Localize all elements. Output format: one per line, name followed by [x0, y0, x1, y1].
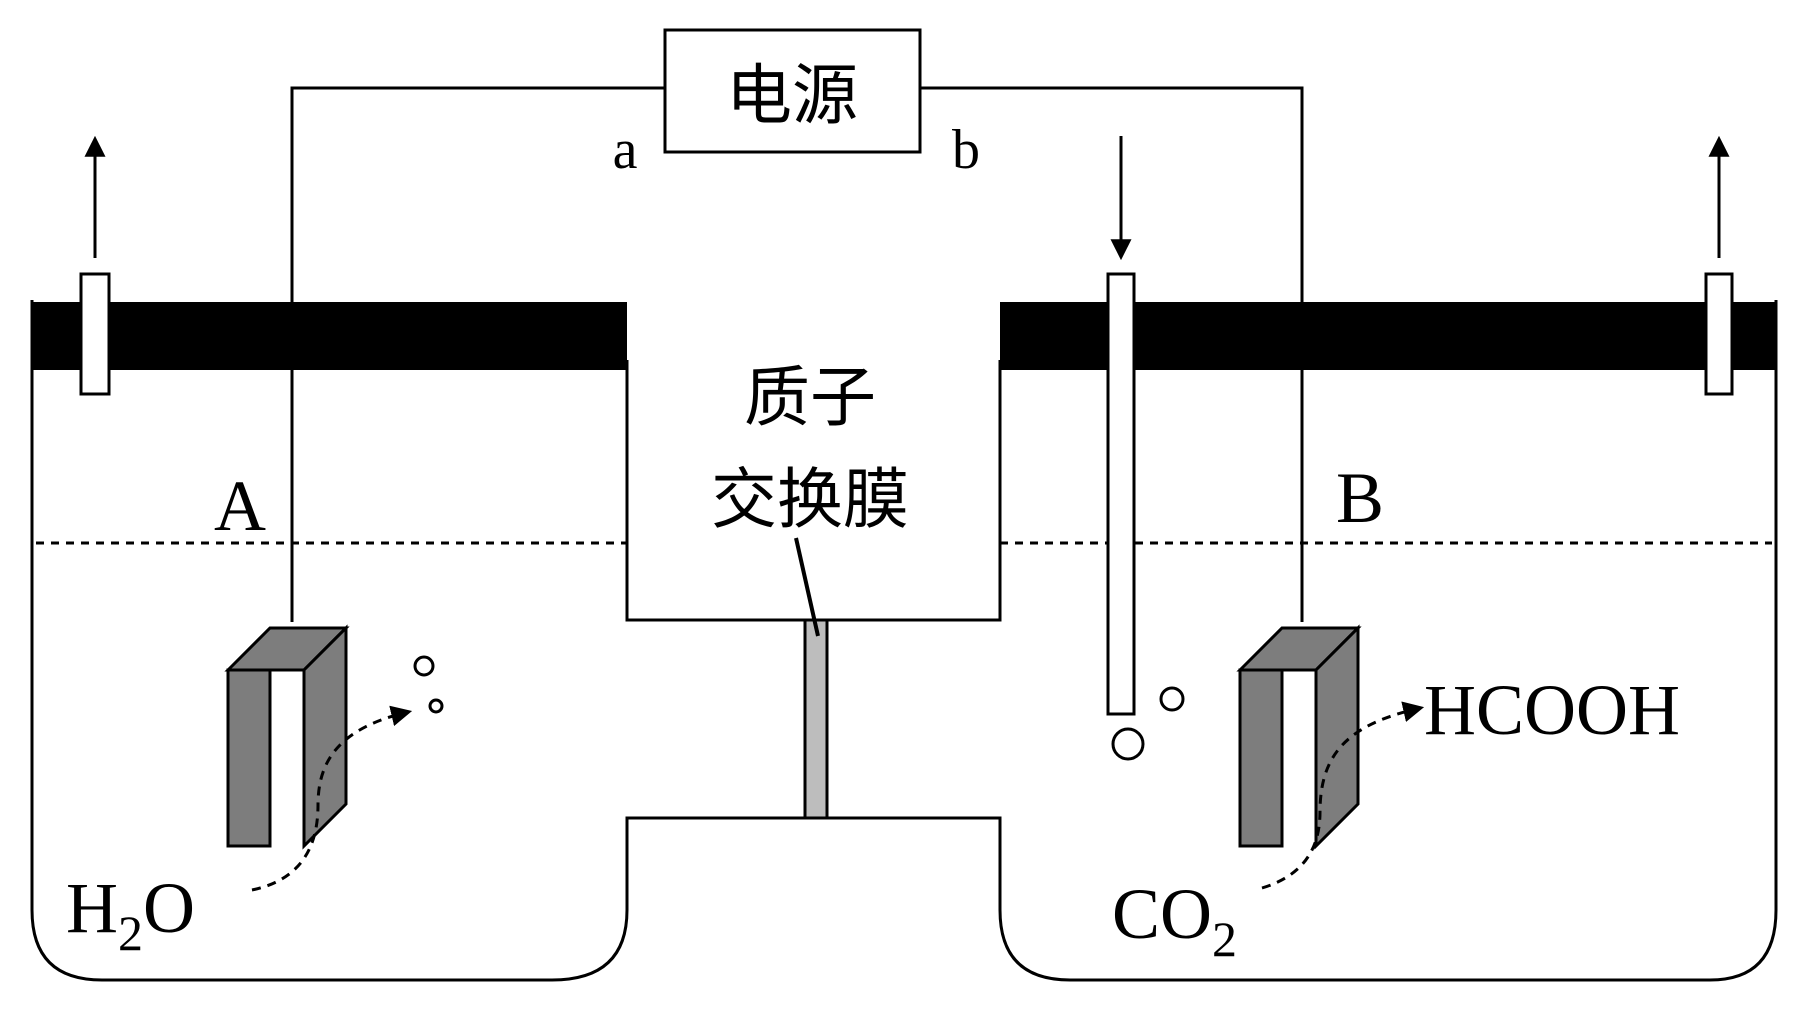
membrane-label-line1: 质子 — [744, 359, 876, 436]
proton-exchange-membrane — [803, 618, 829, 820]
bubble-right-small — [1159, 686, 1185, 712]
right-reaction-path — [1261, 701, 1425, 890]
terminal-b-label: b — [952, 119, 980, 181]
electrode-b-label: B — [1336, 458, 1384, 538]
right-outlet-tube — [1704, 272, 1734, 396]
water-label: H2O — [66, 868, 195, 961]
power-supply-label: 电源 — [726, 57, 858, 134]
terminal-a-label: a — [613, 119, 638, 181]
membrane-pointer — [794, 537, 820, 637]
bubble-left-large — [413, 655, 435, 677]
electrode-a — [224, 624, 350, 850]
right-inlet-tube — [1106, 272, 1136, 716]
membrane-label-line2: 交换膜 — [711, 461, 909, 538]
left-lid — [32, 302, 627, 370]
wire-left — [290, 86, 665, 622]
power-supply-box — [663, 28, 922, 154]
electrode-a-label: A — [214, 466, 266, 546]
co2-label: CO2 — [1112, 874, 1237, 967]
wire-right — [920, 86, 1304, 622]
left-outlet-tube — [79, 272, 111, 396]
bubble-right-large — [1111, 727, 1145, 761]
hcooh-label: HCOOH — [1424, 670, 1680, 750]
left-reaction-path — [251, 705, 413, 892]
bubble-left-small — [428, 698, 444, 714]
electrode-b — [1236, 624, 1362, 850]
